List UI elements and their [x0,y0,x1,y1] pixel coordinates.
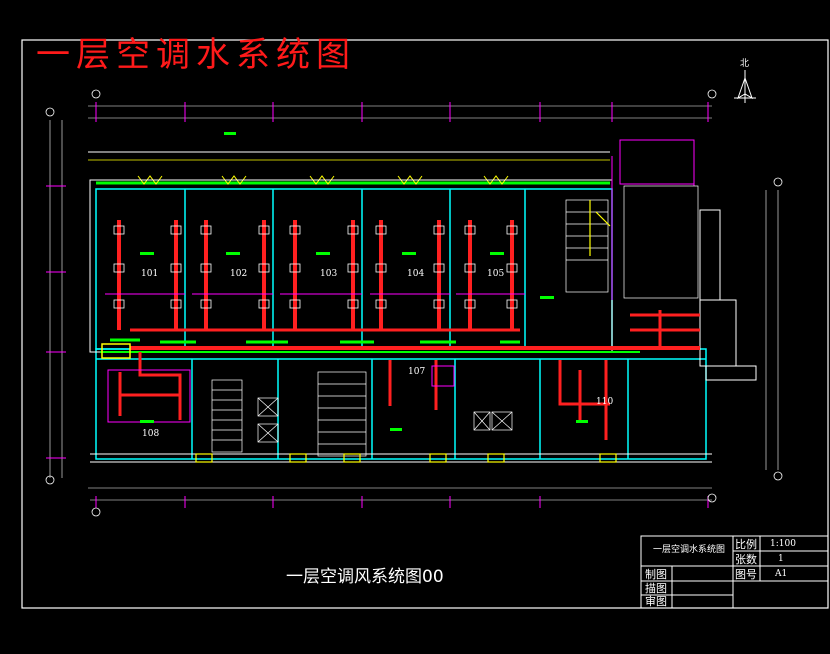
room-pipe-stubs [110,338,520,344]
drawing-frame [21,39,829,609]
axis-bubbles [45,89,783,517]
north-arrow-icon [734,70,756,103]
top-pipe-runs [88,151,610,190]
dimension-lines [49,105,779,501]
elevator-icons [257,397,513,443]
supply-duct-columns [117,220,514,330]
room-label-103: 103 [320,269,338,279]
tb-number-value: A1 [775,569,788,579]
lower-ducts [118,352,610,440]
room-label-108: 108 [142,429,160,439]
tb-review-label: 审图 [645,595,667,608]
tb-drawn-label: 制图 [645,568,667,581]
stair-markers [195,200,617,463]
room-label-101: 101 [141,269,159,279]
tb-scale-value: 1:100 [770,539,796,549]
north-label: 北 [740,59,750,69]
stair-cores [211,185,699,457]
duct-diffusers [113,225,518,309]
dimension-ticks [46,102,709,508]
equipment-tags [140,132,588,431]
tb-drawing-name: 一层空调水系统图 [653,545,726,555]
building-walls [95,188,707,460]
top-valves [137,175,509,185]
tb-sheets-label: 张数 [735,553,757,566]
tb-design-label: 描图 [645,582,667,595]
room-label-104: 104 [407,269,425,279]
tb-scale-label: 比例 [735,538,757,551]
tb-sheets-value: 1 [778,554,784,564]
room-label-105: 105 [487,269,505,279]
header-title: 一层空调水系统图 [36,35,356,75]
tb-number-label: 图号 [735,568,757,581]
drawing-title: 一层空调风系统图00 [286,567,444,587]
corridor-main-duct [100,310,700,359]
room-label-110: 110 [596,397,614,407]
room-label-107: 107 [408,367,426,377]
room-label-102: 102 [230,269,248,279]
